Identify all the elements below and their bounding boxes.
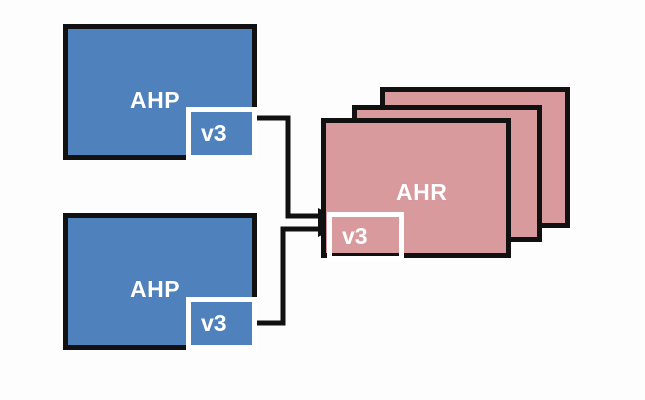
ahp-top-node[interactable]: AHP v3: [63, 24, 257, 160]
ahp-bottom-node-label: AHP: [130, 276, 181, 302]
ahp-bottom-version-chip[interactable]: v3: [186, 297, 257, 350]
ahr-node[interactable]: AHR v3: [321, 118, 511, 261]
ahp-bottom-node[interactable]: AHP v3: [63, 213, 257, 350]
ahr-version-chip-label: v3: [342, 223, 368, 249]
ahp-top-node-label: AHP: [130, 87, 181, 113]
ahp-top-version-chip[interactable]: v3: [186, 107, 257, 160]
ahp-bottom-version-chip-label: v3: [201, 310, 227, 336]
ahr-node-label: AHR: [396, 179, 448, 205]
ahr-version-chip[interactable]: v3: [327, 212, 404, 261]
ahp-top-version-chip-label: v3: [201, 120, 227, 146]
connector-ahp-bottom-to-ahr: [255, 226, 318, 326]
connector-ahp-top-to-ahr: [255, 115, 318, 219]
